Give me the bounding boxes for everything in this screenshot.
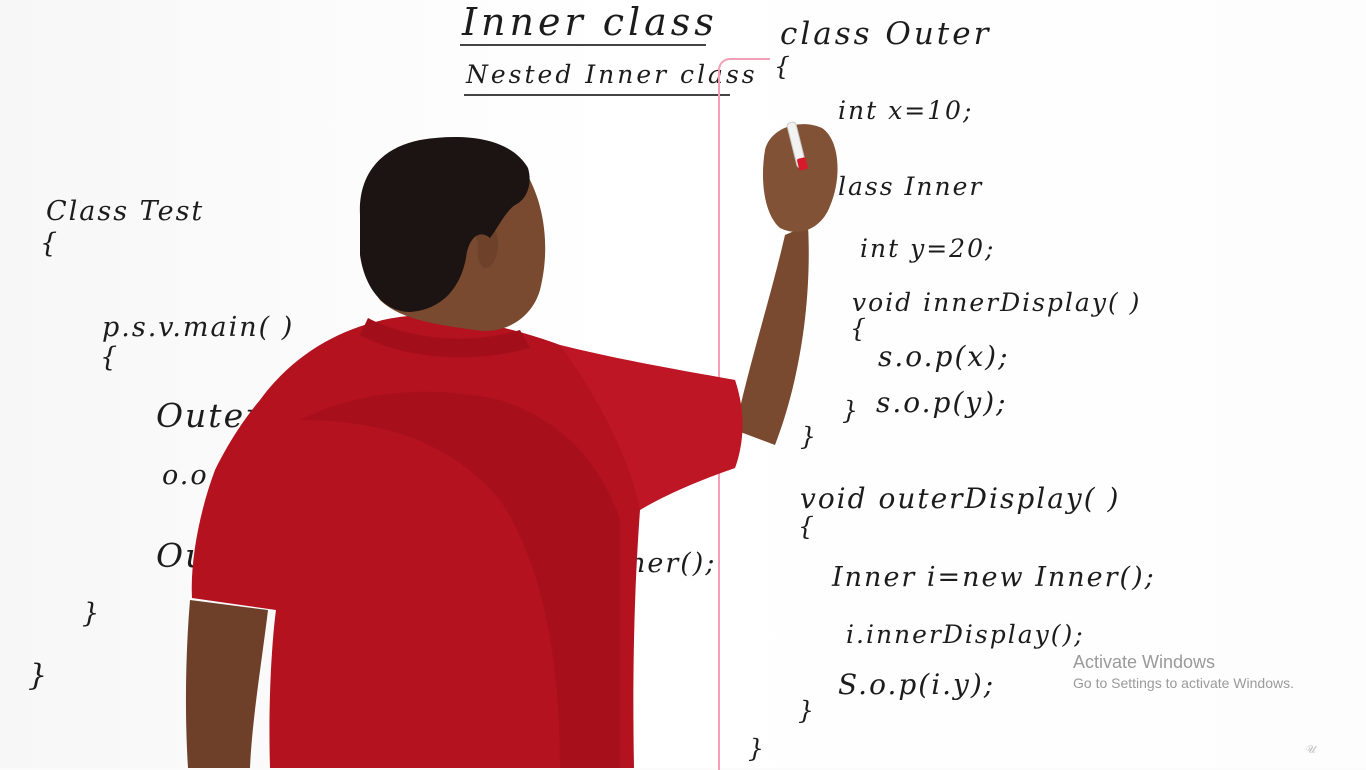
code-line: void innerDisplay( ) (852, 288, 1142, 317)
hand (762, 124, 838, 232)
code-line: { (100, 342, 120, 373)
code-line: Inner i=new Inner(); (832, 562, 1156, 593)
code-line: } (800, 422, 818, 451)
raised-arm (735, 225, 809, 445)
windows-activation-watermark: Activate Windows Go to Settings to activ… (1073, 652, 1294, 691)
code-line: { (850, 314, 868, 343)
code-line: void outerDisplay( ) (800, 482, 1121, 515)
code-line: S.o.p(i.y); (838, 668, 996, 701)
code-line: Class Test (46, 196, 205, 227)
code-line: s.o.p(x); (878, 340, 1010, 373)
title-underline (460, 44, 706, 46)
code-line: o.o (162, 460, 209, 491)
code-line: ner(); (628, 548, 717, 579)
marker-cap (797, 157, 808, 171)
code-line: int y=20; (860, 234, 996, 263)
lower-arm (185, 600, 268, 768)
code-line: } (28, 658, 50, 693)
subtitle-underline (464, 94, 730, 96)
hair (359, 137, 530, 312)
board-subtitle: Nested Inner class (466, 60, 758, 89)
code-line: { (40, 228, 60, 259)
code-line: class Outer (780, 16, 992, 52)
code-line: p.s.v.main( ) (102, 312, 295, 343)
code-line: { (798, 512, 816, 541)
code-line: } (82, 598, 102, 629)
code-line: int x=10; (838, 96, 974, 125)
code-line: i.innerDisplay(); (846, 620, 1085, 649)
code-line: } (798, 696, 816, 725)
code-line: lass Inner (838, 172, 984, 201)
code-line: { (774, 52, 792, 81)
red-shirt (191, 315, 743, 768)
code-line: s.o.p(y); (876, 386, 1008, 419)
channel-logo-icon: 𝓤 (1306, 744, 1316, 756)
watermark-subtitle: Go to Settings to activate Windows. (1073, 675, 1294, 691)
board-title: Inner class (462, 0, 718, 44)
watermark-title: Activate Windows (1073, 652, 1216, 672)
code-line: } (748, 734, 766, 763)
code-line: } (842, 396, 860, 425)
